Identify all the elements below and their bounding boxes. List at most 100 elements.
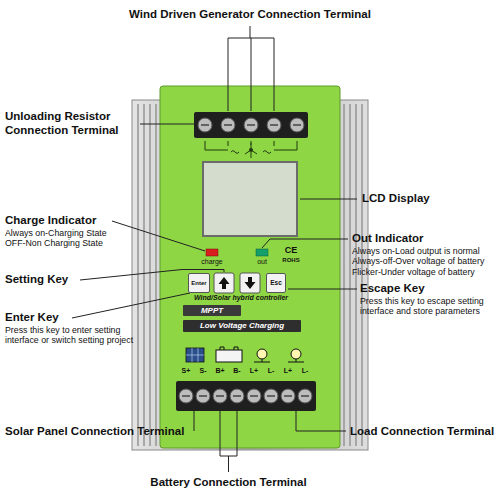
- callout-title: Enter Key: [5, 311, 155, 325]
- callout-title: Load Connection Terminal: [350, 425, 498, 439]
- callout-group: LCD Display: [362, 192, 492, 206]
- solar-panel-icon: [186, 348, 204, 362]
- callout-title: Unloading Resistor Connection Terminal: [5, 110, 135, 138]
- bottom-terminal-block: [176, 381, 316, 411]
- callout-group: S-: [194, 367, 212, 375]
- callout-title: Wind Driven Generator Connection Termina…: [100, 8, 400, 22]
- wind-turbine-symbol: [231, 143, 271, 158]
- battery-body: [216, 350, 242, 362]
- callout-note: Always-off-Over voltage of battery: [352, 256, 498, 267]
- callout-group: S+: [177, 367, 195, 375]
- node-text: Esc: [270, 280, 282, 287]
- panel-grid: [186, 348, 204, 362]
- terminal-label: B+: [211, 367, 229, 375]
- callout-group: Unloading Resistor Connection Terminal: [5, 110, 135, 138]
- callout-note: Press this key to enter setting interfac…: [5, 325, 155, 346]
- bottom-terminal-screws: [179, 389, 312, 403]
- callout-group: B-: [228, 367, 246, 375]
- down-arrow: [245, 277, 256, 289]
- up-key: [214, 273, 234, 293]
- callout-group: Escape KeyPress this key to escape setti…: [360, 282, 496, 317]
- mark-text: CE: [280, 246, 302, 256]
- callout-group: charge: [197, 258, 227, 266]
- callout-group: Wind/Solar hybrid controller: [194, 294, 312, 302]
- callout-group: L-: [262, 367, 280, 375]
- callout-group: Solar Panel Connection Terminal: [5, 425, 187, 439]
- callout-title: Escape Key: [360, 282, 496, 296]
- out-leader: [262, 239, 348, 248]
- terminal-label: L+: [245, 367, 263, 375]
- lamp: [291, 349, 301, 359]
- callout-title: Setting Key: [5, 273, 125, 287]
- node-text: MPPT: [201, 307, 223, 315]
- leader-lines: [72, 26, 357, 472]
- escape-key: Esc: [266, 273, 286, 293]
- solar-leader: [194, 411, 195, 431]
- mode-band: MPPT: [183, 305, 241, 316]
- callout-title: LCD Display: [362, 192, 492, 206]
- terminal-label: S-: [194, 367, 212, 375]
- callout-title: Charge Indicator: [5, 214, 155, 228]
- mark-text: ROHS: [276, 257, 306, 264]
- callout-group: L+: [245, 367, 263, 375]
- top-terminal-block: [194, 112, 308, 138]
- mode-band: Low Voltage Charging: [183, 320, 301, 332]
- screw-slots: [201, 124, 301, 126]
- terminal-label: S+: [177, 367, 195, 375]
- callout-group: Enter KeyPress this key to enter setting…: [5, 311, 155, 346]
- battery-posts: [220, 347, 238, 350]
- callout-group: Setting Key: [5, 273, 125, 287]
- load-leader: [296, 411, 346, 431]
- green-front-panel: [160, 86, 340, 448]
- callout-group: Out IndicatorAlways on-Load output is no…: [352, 232, 498, 277]
- callout-title: Battery Connection Terminal: [129, 476, 329, 490]
- node-text: Low Voltage Charging: [200, 322, 284, 330]
- terminal-label: L+: [279, 367, 297, 375]
- enter-key: Enter: [188, 273, 210, 293]
- callout-group: CE: [280, 246, 302, 256]
- battery-icon: [216, 347, 242, 362]
- terminal-label: L-: [296, 367, 314, 375]
- lcd-leader: [300, 199, 357, 200]
- terminal-label: L-: [262, 367, 280, 375]
- charge-leader: [112, 221, 205, 251]
- callout-note: Always on-Load output is normal: [352, 246, 498, 257]
- terminal-label: B-: [228, 367, 246, 375]
- callout-group: L-: [296, 367, 314, 375]
- panel-text: charge: [197, 258, 227, 266]
- panel-text: out: [252, 258, 272, 266]
- down-key: [240, 273, 260, 293]
- callout-group: Wind Driven Generator Connection Termina…: [100, 8, 400, 22]
- callout-group: B+: [211, 367, 229, 375]
- callout-group: Battery Connection Terminal: [129, 476, 329, 490]
- battery-bracket: [220, 411, 237, 472]
- callout-note: Flicker-Under voltage of battery: [352, 267, 498, 278]
- lamp-wiring: [254, 359, 304, 362]
- up-arrow: [219, 277, 230, 289]
- callout-group: ROHS: [276, 257, 306, 264]
- lamp-icons: [254, 349, 304, 362]
- escape-leader: [288, 289, 357, 290]
- node-text: Enter: [191, 280, 206, 286]
- wind-terminal-bracket: [228, 26, 274, 111]
- top-terminal-screws: [198, 118, 304, 132]
- callout-group: L+: [279, 367, 297, 375]
- callout-note: Always on-Charging State: [5, 228, 155, 239]
- callout-note: OFF-Non Charging State: [5, 238, 155, 249]
- callout-title: Out Indicator: [352, 232, 498, 246]
- panel-frame: [186, 348, 204, 362]
- lamp: [257, 349, 267, 359]
- product-name: Wind/Solar hybrid controller: [194, 294, 312, 302]
- callout-group: Load Connection Terminal: [350, 425, 498, 439]
- callout-group: out: [252, 258, 272, 266]
- turbine-blades: [245, 143, 257, 158]
- screw-slots: [182, 395, 309, 397]
- charge-led: [206, 249, 218, 256]
- unloading-leader: [140, 124, 197, 125]
- callout-group: Charge IndicatorAlways on-Charging State…: [5, 214, 155, 249]
- lcd-screen: [203, 162, 297, 236]
- callout-note: Press this key to escape setting interfa…: [360, 296, 496, 317]
- enter-leader: [72, 293, 190, 318]
- callout-title: Solar Panel Connection Terminal: [5, 425, 187, 439]
